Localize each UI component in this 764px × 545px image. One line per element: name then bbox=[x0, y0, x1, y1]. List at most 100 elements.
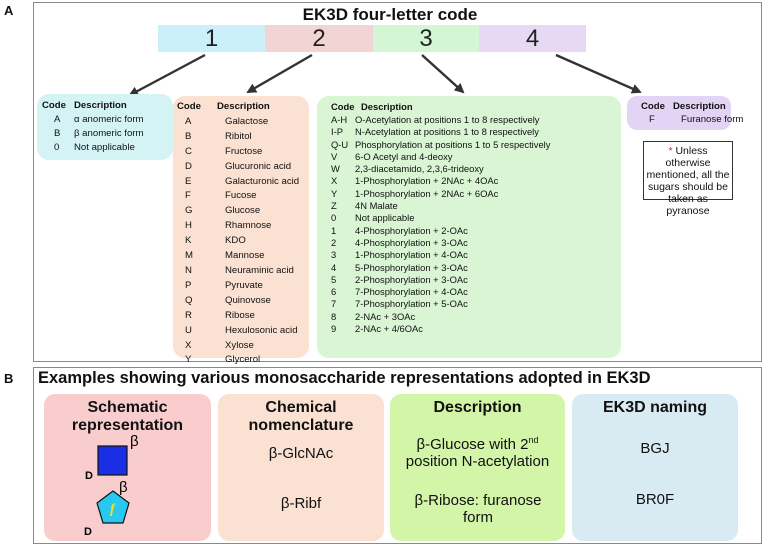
row-code: 5 bbox=[331, 273, 337, 285]
row-code: U bbox=[185, 324, 192, 336]
row-description: Furanose form bbox=[681, 114, 744, 125]
panel-b-frame bbox=[33, 367, 762, 544]
row-code: B bbox=[185, 130, 192, 142]
row-description: Glucose bbox=[225, 205, 261, 217]
row-description: 2,3-diacetamido, 2,3,6-trideoxy bbox=[355, 163, 484, 175]
table-row: Y Glycerol bbox=[177, 353, 305, 368]
row-code: F bbox=[649, 114, 655, 125]
row-description: O-Acetylation at positions 1 to 8 respec… bbox=[355, 114, 540, 125]
row-description: Ribitol bbox=[225, 130, 252, 142]
row-code: Q bbox=[185, 294, 193, 306]
row-code: K bbox=[185, 235, 192, 247]
row-code: R bbox=[185, 309, 192, 321]
table-row: R Ribose bbox=[177, 309, 305, 324]
square-glcnac-symbol bbox=[97, 445, 128, 476]
row-code: F bbox=[185, 190, 191, 202]
card-title: Description bbox=[433, 399, 522, 416]
row-code: Y bbox=[331, 187, 338, 199]
row-description: 2-NAc + 4/6OAc bbox=[355, 323, 423, 335]
pentagon-d-label: D bbox=[84, 526, 92, 538]
row-code: C bbox=[185, 145, 192, 157]
table-row: A-H O-Acetylation at positions 1 to 8 res… bbox=[331, 114, 613, 126]
row-code: I-P bbox=[331, 126, 343, 138]
square-d-label: D bbox=[85, 470, 93, 482]
row-code: E bbox=[185, 175, 192, 187]
header-description: Description bbox=[361, 101, 413, 112]
code-position-4: 4 bbox=[479, 25, 586, 52]
row-description: Glucuronic acid bbox=[225, 160, 292, 172]
row-description: Phosphorylation at positions 1 to 5 resp… bbox=[355, 138, 551, 150]
row-code: 0 bbox=[331, 212, 337, 224]
arrow-position-4 bbox=[555, 53, 642, 94]
row-description: Ribose bbox=[225, 309, 255, 321]
table-row: Z 4N Malate bbox=[331, 200, 613, 212]
panel-a-label: A bbox=[4, 3, 14, 18]
row-description: 1-Phosphorylation + 2NAc + 6OAc bbox=[355, 187, 499, 199]
row-code: A-H bbox=[331, 114, 348, 125]
arrow-position-3 bbox=[421, 54, 465, 94]
header-code: Code bbox=[42, 100, 66, 111]
row-code: H bbox=[185, 220, 192, 232]
ribf-nomenclature: β-Ribf bbox=[280, 495, 322, 512]
code-position-3: 3 bbox=[373, 25, 479, 52]
pyranose-note: * Unless otherwise mentioned, all the su… bbox=[643, 141, 733, 217]
ribf-description: β-Ribose: furanose form bbox=[414, 492, 542, 526]
card-title: EK3D naming bbox=[602, 399, 707, 416]
table-row: C Fructose bbox=[177, 145, 305, 160]
glcnac-nomenclature: β-GlcNAc bbox=[268, 445, 334, 462]
row-code: A bbox=[185, 115, 192, 127]
ribf-ek3d-code: BR0F bbox=[635, 491, 675, 508]
row-description: α anomeric form bbox=[74, 114, 144, 125]
row-description: Neuraminic acid bbox=[225, 264, 294, 276]
header-description: Description bbox=[74, 100, 127, 111]
row-description: Galacturonic acid bbox=[225, 175, 300, 187]
table-row: H Rhamnose bbox=[177, 219, 305, 234]
row-description: Glycerol bbox=[225, 354, 261, 366]
row-code: 4 bbox=[331, 261, 337, 273]
panel-a-frame bbox=[33, 2, 762, 362]
pentagon-beta-label: β bbox=[119, 479, 128, 496]
row-description: 2-Phosphorylation + 3-OAc bbox=[355, 273, 468, 285]
glcnac-description: β-Glucose with 2nd position N-acetylatio… bbox=[390, 432, 565, 470]
table-row: Y 1-Phosphorylation + 2NAc + 6OAc bbox=[331, 188, 613, 200]
table-row: 9 2-NAc + 4/6OAc bbox=[331, 323, 613, 335]
row-code: V bbox=[331, 150, 338, 162]
row-code: M bbox=[185, 250, 193, 262]
row-description: N-Acetylation at positions 1 to 8 respec… bbox=[355, 126, 539, 138]
panel-b-label: B bbox=[4, 371, 14, 386]
table-row: I-P N-Acetylation at positions 1 to 8 res… bbox=[331, 126, 613, 138]
row-code: 0 bbox=[54, 142, 60, 153]
row-code: 9 bbox=[331, 323, 337, 335]
schematic-representation-card: Schematic representation β D f β D bbox=[44, 394, 211, 541]
row-description: Fructose bbox=[225, 145, 263, 157]
row-description: Rhamnose bbox=[225, 220, 272, 232]
table-row: A Galactose bbox=[177, 115, 305, 130]
table-row: W 2,3-diacetamido, 2,3,6-trideoxy bbox=[331, 163, 613, 175]
card-title: Chemical nomenclature bbox=[248, 399, 354, 434]
row-code: W bbox=[331, 163, 340, 175]
row-code: Z bbox=[331, 200, 337, 212]
row-description: Galactose bbox=[225, 115, 269, 127]
table-row: B Ribitol bbox=[177, 130, 305, 145]
row-code: 8 bbox=[331, 310, 337, 322]
table-row: E Galacturonic acid bbox=[177, 175, 305, 190]
arrow-position-1 bbox=[128, 53, 206, 97]
row-description: Pyruvate bbox=[225, 279, 263, 291]
note-text: Unless otherwise mentioned, all the suga… bbox=[646, 145, 730, 217]
row-code: Y bbox=[185, 354, 192, 366]
row-description: 4N Malate bbox=[355, 200, 398, 212]
